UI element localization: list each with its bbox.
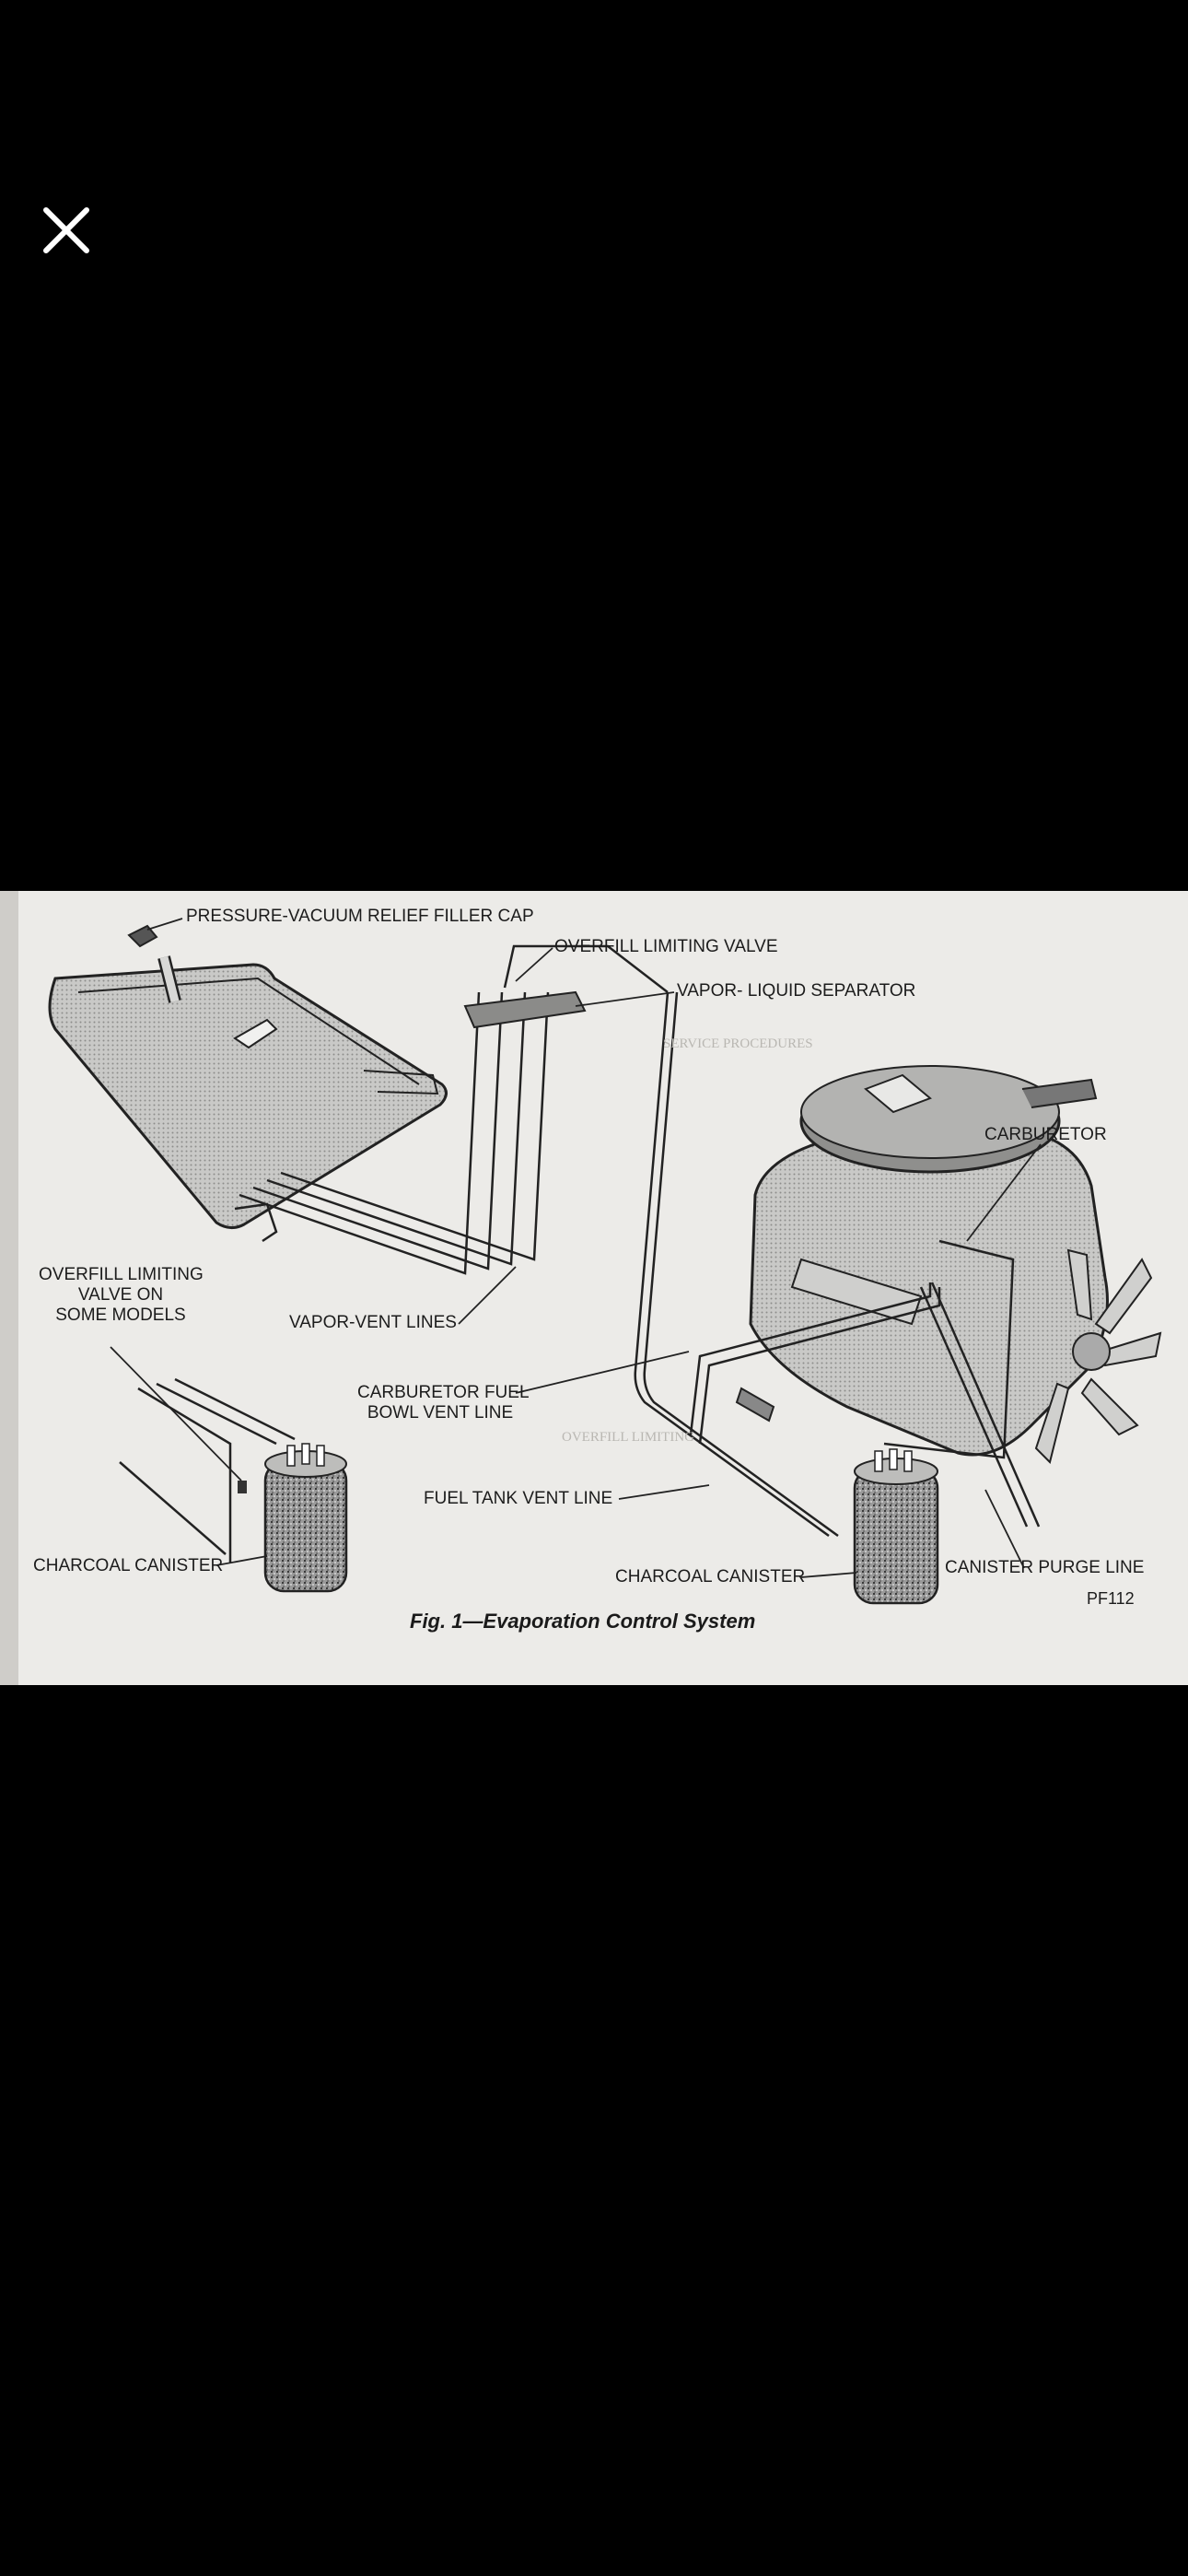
- figure-code: PF112: [1087, 1589, 1135, 1608]
- label-vapor-liquid-separator: VAPOR- LIQUID SEPARATOR: [677, 981, 916, 1001]
- evaporation-diagram: [0, 891, 1162, 1685]
- close-icon[interactable]: [28, 192, 105, 269]
- engine: [735, 1065, 1162, 1464]
- label-overfill-valve-some-line2: VALVE ON: [77, 1285, 164, 1305]
- vapor-liquid-separator: [463, 944, 669, 1029]
- label-pressure-vacuum-cap: PRESSURE-VACUUM RELIEF FILLER CAP: [186, 907, 534, 926]
- left-charcoal-canister: [119, 1377, 348, 1593]
- label-vapor-vent-lines: VAPOR-VENT LINES: [289, 1313, 457, 1332]
- vapor-vent-lines: [234, 991, 550, 1275]
- close-button[interactable]: [28, 192, 105, 269]
- page-edge: [0, 891, 18, 1685]
- label-carb-fuel-bowl: CARBURETOR FUEL BOWL VENT LINE: [357, 1383, 530, 1423]
- label-carb-fuel-line1: CARBURETOR FUEL: [357, 1383, 530, 1402]
- bleed-heading-top: SERVICE PROCEDURES: [663, 1036, 813, 1051]
- label-fuel-tank-vent-line: FUEL TANK VENT LINE: [424, 1489, 613, 1508]
- right-charcoal-canister: [853, 1448, 939, 1605]
- label-overfill-valve-some: OVERFILL LIMITING VALVE ON SOME MODELS: [39, 1265, 204, 1326]
- label-carb-fuel-line2: BOWL VENT LINE: [367, 1403, 514, 1423]
- leader-lines: [110, 918, 1042, 1578]
- label-overfill-valve-some-line3: SOME MODELS: [55, 1306, 186, 1325]
- label-overfill-valve-some-line1: OVERFILL LIMITING: [39, 1265, 204, 1284]
- fuel-tank: [48, 924, 448, 1229]
- photo: SERVICE PROCEDURES OVERFILL LIMITING PRE…: [0, 891, 1188, 1685]
- canister-purge-line: [919, 1282, 1041, 1528]
- label-charcoal-canister-left: CHARCOAL CANISTER: [33, 1556, 224, 1575]
- label-canister-purge-line: CANISTER PURGE LINE: [945, 1558, 1145, 1577]
- label-charcoal-canister-right: CHARCOAL CANISTER: [615, 1567, 806, 1587]
- figure-caption: Fig. 1—Evaporation Control System: [410, 1610, 756, 1633]
- carburetor-lines: [689, 1239, 1015, 1459]
- label-overfill-valve: OVERFILL LIMITING VALVE: [554, 937, 778, 956]
- bleed-heading-mid: OVERFILL LIMITING: [562, 1430, 695, 1445]
- label-carburetor: CARBURETOR: [984, 1125, 1107, 1144]
- fuel-tank-vent-line: [634, 991, 839, 1538]
